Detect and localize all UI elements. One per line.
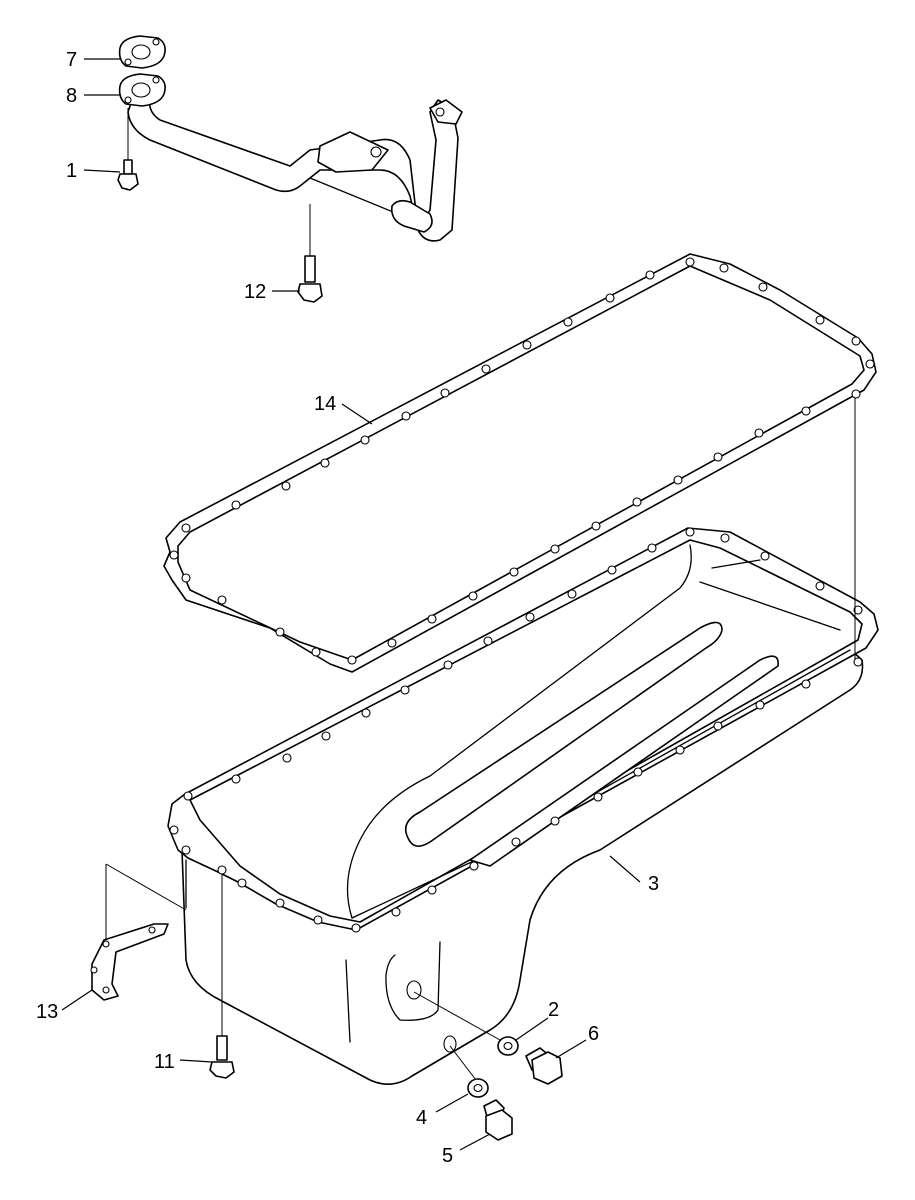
- callout-13: 13: [36, 1001, 58, 1023]
- oil-pan-flange-holes: [169, 527, 863, 933]
- callout-11: 11: [154, 1051, 175, 1073]
- washer-2: [497, 1036, 519, 1056]
- callout-3: 3: [648, 873, 659, 895]
- callout-8: 8: [66, 85, 77, 107]
- bolt-11: [209, 874, 235, 1079]
- oil-pan-gasket: [163, 253, 877, 673]
- flange-gasket-7: [118, 35, 166, 69]
- callout-leaders: [61, 58, 641, 1151]
- bolt-1: [117, 108, 139, 191]
- callout-7: 7: [66, 49, 77, 71]
- bolt-12: [297, 204, 323, 303]
- callout-5: 5: [442, 1145, 453, 1167]
- drain-plug-5: [483, 1099, 513, 1141]
- oil-pan: [167, 527, 879, 1085]
- bracket-13: [90, 863, 187, 1001]
- callout-2: 2: [548, 999, 559, 1021]
- drain-plug-6: [525, 1047, 563, 1085]
- gasket-holes: [169, 257, 875, 665]
- callout-12: 12: [244, 281, 266, 303]
- oil-pickup-tube: [127, 99, 463, 242]
- flange-8: [118, 73, 166, 107]
- callout-4: 4: [416, 1107, 427, 1129]
- callout-14: 14: [314, 393, 336, 415]
- callout-6: 6: [588, 1023, 599, 1045]
- callout-1: 1: [66, 160, 77, 182]
- washer-4: [467, 1078, 489, 1098]
